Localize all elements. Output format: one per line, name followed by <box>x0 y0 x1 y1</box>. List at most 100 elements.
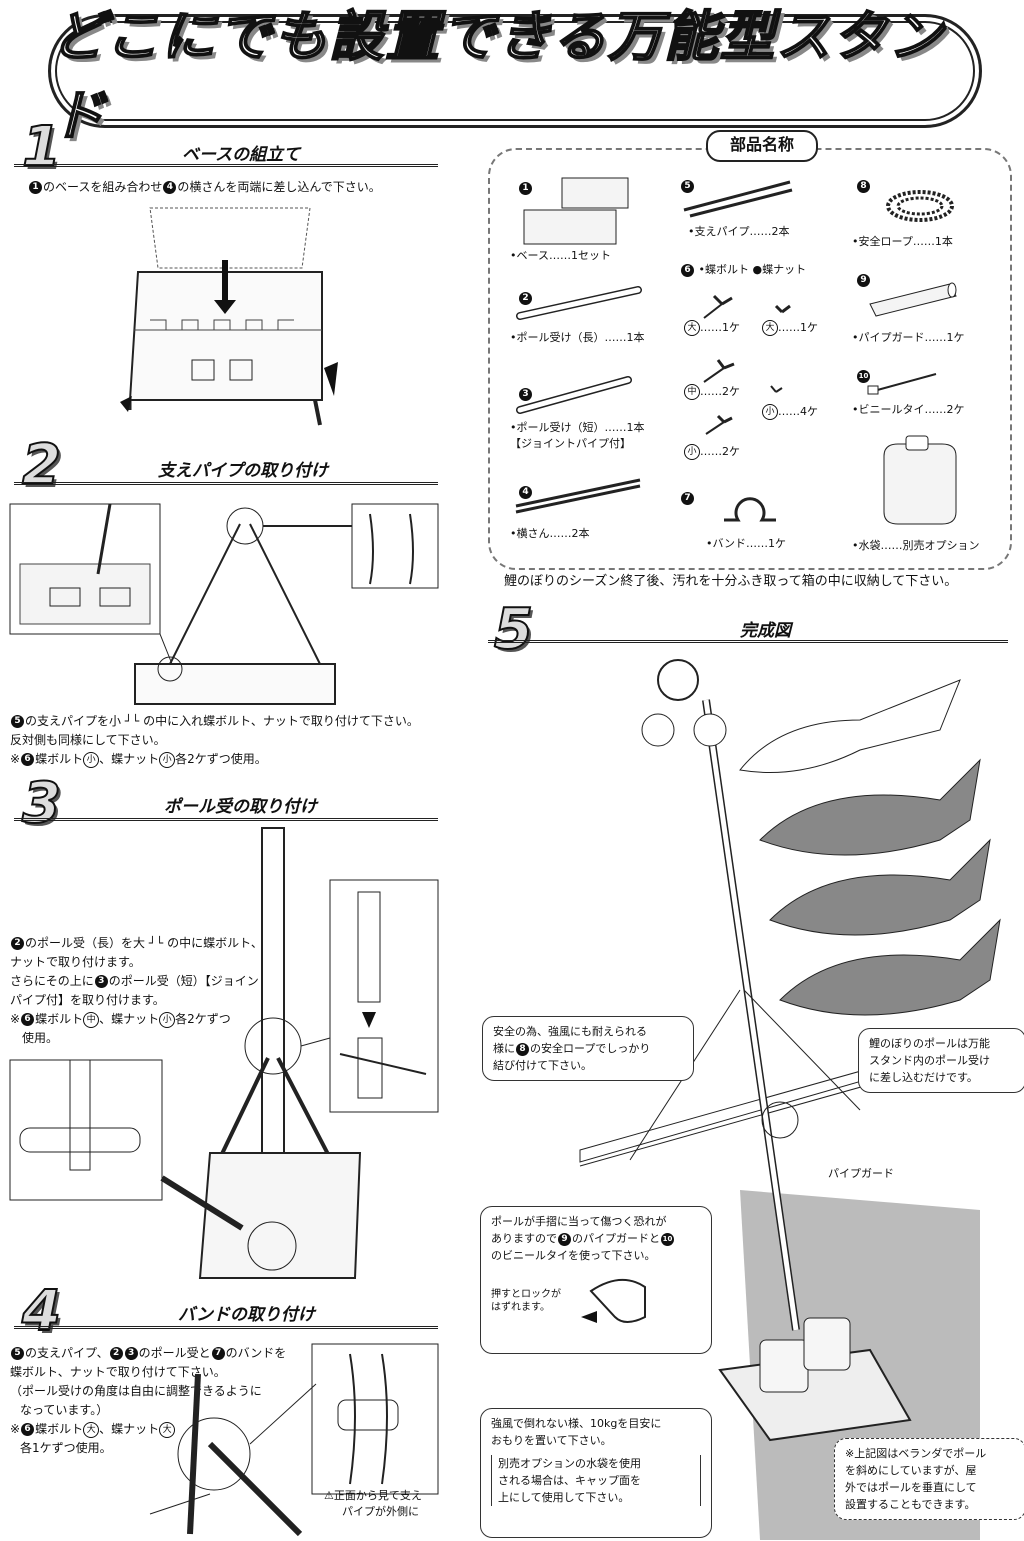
part-4: 4 <box>518 482 533 501</box>
callout-text: の安全ロープでしっかり <box>530 1042 651 1055</box>
part-num-8: 8 <box>516 1042 529 1056</box>
part-num-5: 5 <box>11 1347 24 1360</box>
note-line: 設置することもできます。 <box>845 1498 976 1511</box>
caution-line: パイプが外側に <box>342 1505 419 1518</box>
part-2: 2 <box>518 288 533 307</box>
part-label: 横さん……2本 <box>516 527 590 540</box>
part-9: 9 <box>856 270 871 289</box>
desc-text: の支えパイプ、 <box>25 1346 109 1360</box>
note-line: を斜めにしていますが、屋 <box>845 1464 977 1477</box>
desc-text: のベースを組み合わせ <box>43 180 163 194</box>
part-7: 7 <box>680 488 695 507</box>
caution-line: 正面から見て支え <box>333 1489 422 1502</box>
lock-label: 押すとロックが <box>491 1289 561 1300</box>
size-mark: 小 <box>159 751 176 768</box>
caution-note: ⚠正面から見て支え パイプが外側に <box>324 1488 422 1520</box>
step-4-number: 4 <box>21 1279 62 1344</box>
nut-large: 大……1ケ <box>762 320 818 336</box>
size-mark: 小 <box>684 444 700 460</box>
note-mark: ※ <box>10 752 21 766</box>
base-assembly-diagram <box>120 207 338 426</box>
part-number: 6 <box>681 263 694 277</box>
weight-callout: 強風で倒れない様、10kgを目安に おもりを置いて下さい。 別売オプションの水袋… <box>480 1408 712 1538</box>
callout-line: 上にして使用して下さい。 <box>498 1491 630 1504</box>
callout-text: のパイプガードと <box>572 1232 660 1245</box>
page-title: どこにでも設置できる万能型スタンド <box>50 3 945 148</box>
storage-note: 鯉のぼりのシーズン終了後、汚れを十分ふき取って箱の中に収納して下さい。 <box>504 574 958 589</box>
callout-text: 様に <box>493 1042 515 1055</box>
part-number: 3 <box>519 388 532 401</box>
part-label: バンド……1ケ <box>712 537 787 550</box>
step-5-title: 完成図 <box>740 621 791 641</box>
step-1-rule <box>14 164 438 167</box>
nut-count: ……1ケ <box>778 321 818 334</box>
desc-line: パイプ付】を取り付けます。 <box>10 993 165 1007</box>
callout-line: に差し込むだけです。 <box>869 1071 978 1084</box>
desc-text: 蝶ボルト <box>35 1012 84 1026</box>
rope-icon <box>886 190 954 222</box>
desc-text: 、蝶ナット <box>99 1422 160 1436</box>
callout-text: ありますので <box>491 1232 557 1245</box>
bolt-medium: 中……2ケ <box>684 384 740 400</box>
crossbar-icon <box>515 478 641 514</box>
desc-line: ナットで取り付けます。 <box>10 955 141 969</box>
parts-list-title: 部品名称 <box>706 130 818 162</box>
step-4-title: バンドの取り付け <box>178 1305 315 1325</box>
size-mark: 大 <box>762 320 778 336</box>
desc-text: のポール受（短）【ジョイント <box>108 974 271 988</box>
vinyl-tie-icon <box>867 373 937 395</box>
desc-line: 使用。 <box>22 1031 59 1045</box>
callout-line: おもりを置いて下さい。 <box>491 1434 612 1447</box>
callout-line: される場合は、キャップ面を <box>498 1474 641 1487</box>
part-5-label: •支えパイプ……2本 <box>688 225 790 238</box>
part-label: 水袋……別売オプション <box>858 539 980 552</box>
part-sublabel: 【ジョイントパイプ付】 <box>510 437 631 450</box>
part-number: 4 <box>519 486 532 499</box>
part-label: ビニールタイ……2ケ <box>858 403 965 416</box>
part-num-3: 3 <box>94 975 108 988</box>
desc-text: 各2ケずつ <box>175 1012 231 1026</box>
step-4-rule <box>14 1326 438 1329</box>
desc-line: のポール受（長）を大 ┘└ の中に蝶ボルト、 <box>25 936 263 950</box>
warning-icon: ⚠ <box>324 1489 334 1502</box>
desc-line: 反対側も同様にして下さい。 <box>10 733 166 747</box>
bolt-count: ……1ケ <box>700 321 740 334</box>
part-num-6: 6 <box>21 1013 35 1026</box>
pole-insert-callout: 鯉のぼりのポールは万能 スタンド内のポール受け に差し込むだけです。 <box>858 1028 1024 1093</box>
part-num-3: 3 <box>124 1347 138 1360</box>
part-8: 8 <box>856 176 871 195</box>
band-diagram <box>149 1343 439 1537</box>
part-5: 5 <box>680 176 695 195</box>
part-num-9: 9 <box>558 1232 571 1246</box>
step-1-number: 1 <box>21 115 62 180</box>
step-2-number: 2 <box>21 433 62 498</box>
desc-text: 、蝶ナット <box>99 1012 160 1026</box>
desc-line: 各1ケずつ使用。 <box>20 1441 112 1455</box>
base-part-icon <box>523 177 629 245</box>
part-num-7: 7 <box>211 1347 225 1360</box>
part-num-6: 6 <box>21 753 35 766</box>
desc-text: さらにその上に <box>10 974 94 988</box>
step-2-title: 支えパイプの取り付け <box>158 461 328 481</box>
desc-text: 各2ケずつ使用。 <box>175 752 267 766</box>
part-2-label: •ポール受け（長）……1本 <box>510 331 645 344</box>
bolt-count: ……2ケ <box>700 445 740 458</box>
size-mark: 中 <box>684 384 700 400</box>
size-mark: 中 <box>83 1011 100 1028</box>
support-pipe-icon <box>683 180 793 218</box>
part-num-6: 6 <box>21 1423 35 1436</box>
part-10-label: •ビニールタイ……2ケ <box>852 403 965 416</box>
desc-text: 蝶ボルト <box>35 1422 84 1436</box>
nut-count: ……4ケ <box>778 405 818 418</box>
pipe-guard-label: パイプガード <box>828 1167 894 1180</box>
part-7-label: •バンド……1ケ <box>706 537 787 550</box>
part-number: 10 <box>857 370 870 383</box>
pole-holder-diagram <box>9 827 439 1279</box>
part-num-10: 10 <box>661 1232 674 1246</box>
step-3-title: ポール受の取り付け <box>164 797 317 817</box>
desc-text: 蝶ボルト <box>35 752 84 766</box>
